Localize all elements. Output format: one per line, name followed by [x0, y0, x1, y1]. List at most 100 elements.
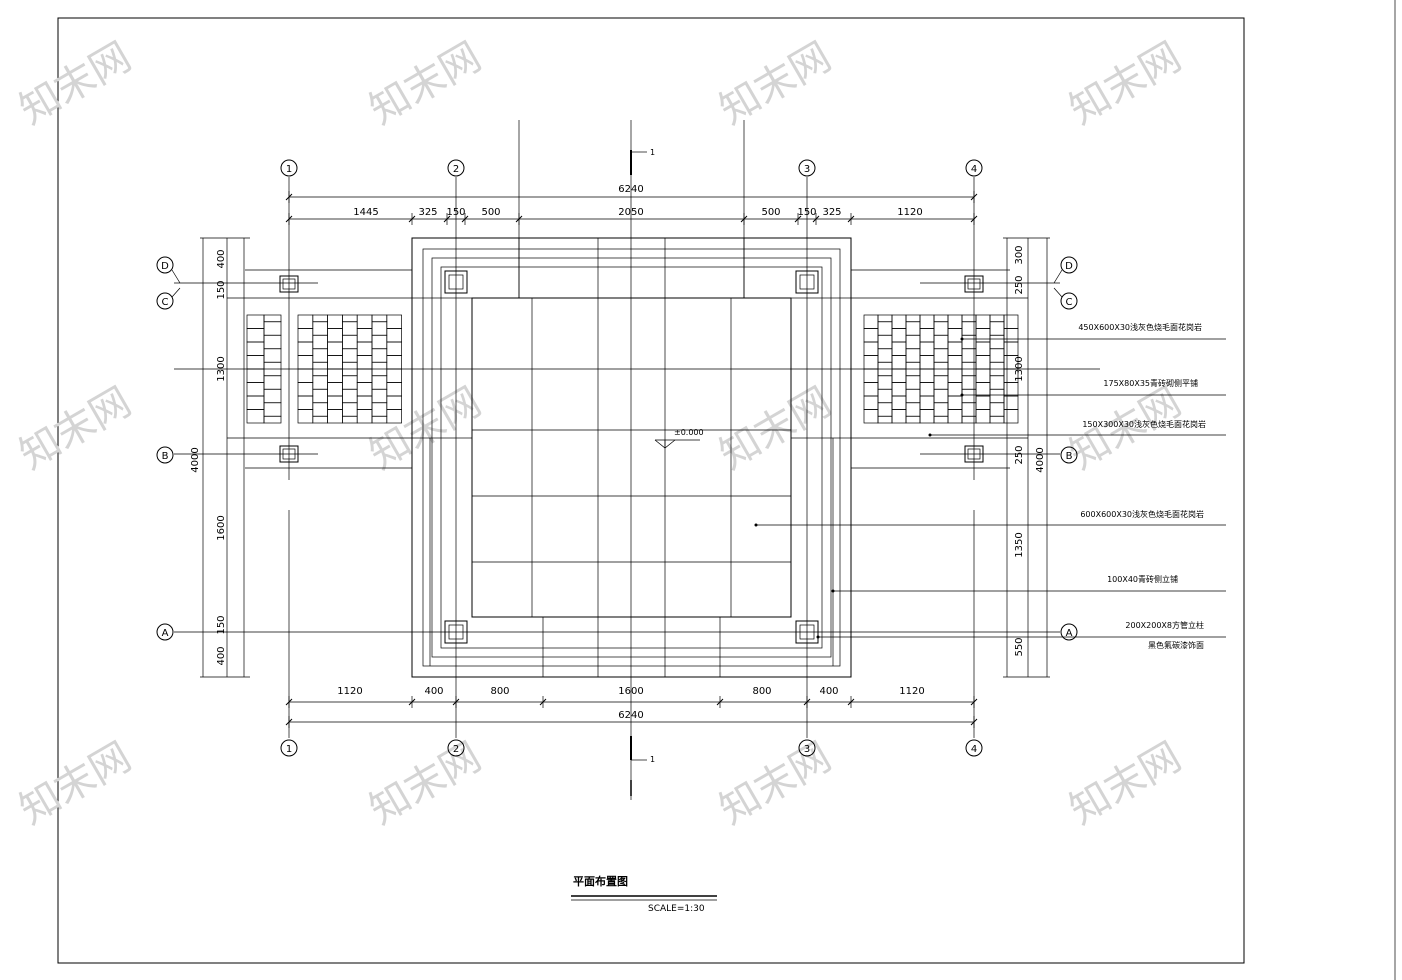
dim-bottom-seg: 800: [490, 686, 509, 697]
brick: [386, 355, 402, 370]
brick: [327, 409, 343, 424]
dim-top-seg: 500: [481, 207, 500, 218]
brick: [877, 375, 893, 390]
brick: [342, 402, 358, 417]
brick: [356, 395, 373, 410]
brick: [312, 348, 328, 363]
dim-right-seg: 1300: [1014, 356, 1025, 381]
brick: [263, 375, 282, 390]
brick: [933, 415, 949, 424]
brick: [327, 314, 343, 329]
dim-top-seg: 2050: [618, 207, 643, 218]
brick: [371, 415, 388, 424]
brick: [891, 382, 907, 397]
brick: [371, 388, 388, 404]
watermark: 知末网: [712, 734, 839, 834]
brick: [863, 355, 879, 370]
dim-top-seg: 150: [446, 207, 465, 218]
brick: [905, 415, 921, 424]
brick: [356, 314, 373, 329]
axis-label-row-b: B: [162, 451, 169, 462]
brick: [263, 321, 282, 336]
brick: [933, 321, 949, 336]
brick: [975, 395, 991, 410]
brick: [975, 382, 991, 397]
annotation-steel-column: 200X200X8方管立柱: [1125, 620, 1204, 630]
brick: [919, 355, 935, 370]
dim-bottom-seg: 1600: [618, 686, 643, 697]
brick: [263, 402, 282, 417]
brick: [989, 375, 1005, 390]
watermark-group: 知末网 知末网 知末网 知末网 知末网 知末网 知末网 知末网 知末网 知末网 …: [12, 34, 1189, 834]
annotation-brick-edge: 100X40青砖侧立铺: [1107, 574, 1178, 584]
brick: [919, 382, 935, 397]
watermark: 知末网: [1062, 34, 1189, 134]
dimension-texts: 6240 1445 325 150 500 2050 500 150 325 1…: [190, 184, 1046, 721]
brick: [975, 409, 991, 424]
brick: [933, 314, 949, 323]
brick-paving: [246, 314, 1019, 424]
brick: [891, 328, 907, 343]
axis-label-col-1: 1: [286, 164, 292, 175]
brick: [975, 355, 991, 370]
axis-label-col-4: 4: [971, 164, 977, 175]
dimension-lines: [200, 196, 1050, 723]
brick: [863, 328, 879, 343]
brick: [891, 341, 907, 356]
brick: [312, 388, 328, 404]
grid-axis-lines: [174, 120, 1100, 800]
brick: [1003, 341, 1019, 356]
brick: [891, 355, 907, 370]
pavilion-plan: [226, 237, 1029, 678]
brick: [297, 395, 314, 410]
brick: [933, 348, 949, 363]
watermark: 知末网: [712, 34, 839, 134]
brick: [356, 355, 373, 370]
brick: [919, 395, 935, 410]
elevation-marker: ±0.000: [654, 428, 704, 449]
brick: [933, 334, 949, 350]
brick: [877, 334, 893, 350]
brick: [947, 355, 963, 370]
brick: [297, 409, 314, 424]
dim-top-seg: 325: [822, 207, 841, 218]
dim-right-seg: 550: [1014, 637, 1025, 656]
dim-left-seg: 150: [216, 615, 227, 634]
brick: [263, 415, 282, 424]
brick: [877, 321, 893, 336]
brick: [246, 382, 265, 397]
brick: [386, 409, 402, 424]
brick: [919, 341, 935, 356]
brick: [297, 328, 314, 343]
brick: [386, 341, 402, 356]
dim-right-seg: 300: [1014, 245, 1025, 264]
brick: [947, 328, 963, 343]
brick: [327, 368, 343, 383]
brick: [246, 355, 265, 370]
axis-label-col-1-bottom: 1: [286, 744, 292, 755]
brick: [863, 395, 879, 410]
annotation-granite-450: 450X600X30浅灰色烧毛面花岗岩: [1078, 322, 1202, 332]
dim-bottom-seg: 800: [752, 686, 771, 697]
brick: [312, 375, 328, 390]
brick: [371, 348, 388, 363]
brick: [297, 382, 314, 397]
brick: [1003, 314, 1019, 329]
brick: [1003, 382, 1019, 397]
dim-right-seg: 250: [1014, 275, 1025, 294]
brick: [246, 314, 265, 329]
dim-bottom-seg: 1120: [337, 686, 362, 697]
annotation-brick-flat: 175X80X35青砖砌侧平铺: [1103, 378, 1198, 388]
brick: [863, 409, 879, 424]
brick: [989, 314, 1005, 323]
brick: [919, 328, 935, 343]
brick: [891, 395, 907, 410]
dim-top-overall: 6240: [618, 184, 643, 195]
brick: [933, 388, 949, 404]
brick: [905, 321, 921, 336]
watermark: 知末网: [12, 34, 139, 134]
brick: [263, 314, 282, 323]
brick: [246, 395, 265, 410]
brick: [905, 314, 921, 323]
brick: [246, 328, 265, 343]
